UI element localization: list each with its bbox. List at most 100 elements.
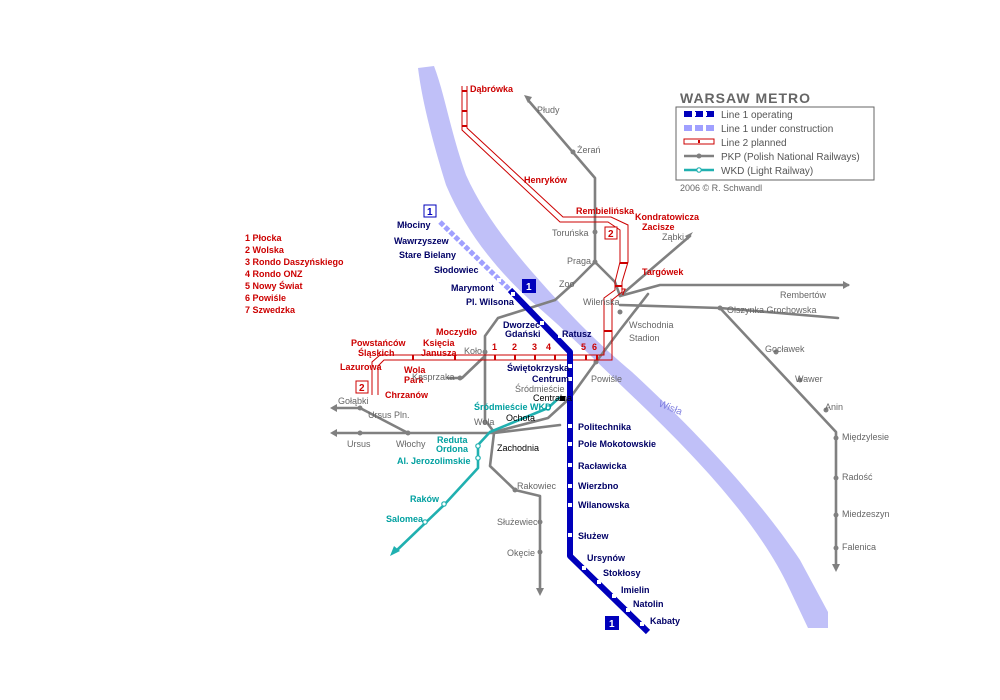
list-item: 4 Rondo ONZ	[245, 269, 303, 279]
pkp-zabki-line	[593, 234, 692, 298]
svg-text:1: 1	[609, 619, 615, 630]
station-sluzew: Służew	[578, 531, 610, 541]
num-7: 7	[621, 287, 626, 297]
legend-line2-planned: Line 2 planned	[683, 138, 787, 149]
pkp-west-main	[333, 423, 562, 435]
station-dworzec-gdanski-2: Gdański	[505, 329, 541, 339]
line1-badge-center: 1	[522, 279, 536, 293]
line1-badge-north: 1	[423, 204, 437, 218]
svg-text:1: 1	[427, 207, 433, 218]
station-powstancow-1: Powstańców	[351, 338, 407, 348]
legend: Line 1 operating Line 1 under constructi…	[683, 110, 860, 177]
station-pl-wilsona: Pl. Wilsona	[466, 297, 515, 307]
svg-text:2: 2	[359, 383, 365, 394]
station-goclawek: Gocławek	[765, 344, 805, 354]
station-marymont: Marymont	[451, 283, 494, 293]
station-dabrowka: Dąbrówka	[470, 84, 514, 94]
station-powisle: Powiśle	[591, 374, 622, 384]
list-item: 5 Nowy Świat	[245, 280, 303, 291]
centralna-hub	[560, 396, 565, 401]
station-golabki: Gołąbki	[338, 396, 369, 406]
pkp-cross-city	[492, 292, 650, 434]
pkp-otwock-line	[718, 306, 838, 568]
pkp-stops	[357, 149, 839, 555]
wkd-arrow	[390, 546, 400, 556]
station-sluzewiec: Służewiec	[497, 517, 538, 527]
station-rakow: Raków	[410, 494, 440, 504]
num-5: 5	[581, 342, 586, 352]
station-henrykow: Henryków	[524, 175, 568, 185]
svg-text:Line 2 planned: Line 2 planned	[721, 138, 787, 149]
station-zeran: Żerań	[577, 145, 601, 155]
station-rembielinska: Rembielińska	[576, 206, 635, 216]
list-item: 1 Płocka	[245, 233, 283, 243]
station-ksiecia-2: Janusza	[421, 348, 458, 358]
station-wilanowska: Wilanowska	[578, 500, 630, 510]
list-item: 7 Szwedzka	[245, 305, 296, 315]
station-centrum: Centrum	[532, 374, 569, 384]
station-imielin: Imielin	[621, 585, 650, 595]
list-item: 2 Wolska	[245, 245, 285, 255]
station-al-jerozolimskie: Al. Jerozolimskie	[397, 456, 471, 466]
wkd-stops	[422, 405, 551, 525]
num-4: 4	[546, 342, 551, 352]
station-radosc: Radość	[842, 472, 873, 482]
station-ksiecia-1: Księcia	[423, 338, 456, 348]
pkp-ring-west	[483, 298, 557, 434]
station-ratusz: Ratusz	[562, 329, 592, 339]
legend-line1-operating: Line 1 operating	[684, 110, 793, 121]
legend-line1-construction: Line 1 under construction	[684, 124, 833, 135]
station-wola-park-1: Wola	[404, 365, 426, 375]
station-wawrzyszew: Wawrzyszew	[394, 236, 450, 246]
station-centralna: Centralna	[533, 393, 572, 403]
station-lazurowa: Lazurowa	[340, 362, 383, 372]
station-salomea: Salomea	[386, 514, 424, 524]
station-okecie: Okęcie	[507, 548, 535, 558]
svg-text:WKD (Light Railway): WKD (Light Railway)	[721, 166, 813, 177]
station-torunska: Toruńska	[552, 228, 589, 238]
station-reduta-1: Reduta	[437, 435, 468, 445]
station-wilenska: Wileńska	[583, 297, 620, 307]
svg-text:2: 2	[608, 229, 614, 240]
station-politechnika: Politechnika	[578, 422, 632, 432]
station-praga: Praga	[567, 256, 591, 266]
line1-badge-south: 1	[605, 616, 619, 630]
station-wlochy: Włochy	[396, 439, 426, 449]
station-wschodnia: Wschodnia	[629, 320, 674, 330]
svg-text:PKP (Polish National Railways): PKP (Polish National Railways)	[721, 152, 860, 163]
legend-pkp: PKP (Polish National Railways)	[684, 152, 860, 163]
list-item: 6 Powiśle	[245, 293, 286, 303]
station-swietokrzyska: Świętokrzyska	[507, 362, 570, 373]
station-moczydlo: Moczydło	[436, 327, 478, 337]
station-ursus-pln: Ursus Pln.	[368, 410, 410, 420]
pkp-okecie-line	[488, 431, 542, 592]
station-targowek: Targówek	[642, 267, 684, 277]
station-stare-bielany: Stare Bielany	[399, 250, 456, 260]
station-zoo: Zoo	[559, 279, 575, 289]
station-olszynka: Olszynka Grochowska	[727, 305, 817, 315]
station-kabaty: Kabaty	[650, 616, 680, 626]
station-wola: Wola	[474, 417, 494, 427]
station-chrzanow: Chrzanów	[385, 390, 429, 400]
numbered-station-list: 1 Płocka 2 Wolska 3 Rondo Daszyńskiego 4…	[245, 233, 344, 315]
list-item: 3 Rondo Daszyńskiego	[245, 257, 344, 267]
vistula-river	[418, 66, 828, 628]
station-mlociny: Młociny	[397, 220, 431, 230]
pkp-rembertow-line	[618, 283, 850, 298]
num-2: 2	[512, 342, 517, 352]
station-miedzeszyn: Miedzeszyn	[842, 509, 890, 519]
map-title: WARSAW METRO	[680, 90, 811, 106]
station-srodmiescie: Śródmieście	[515, 383, 565, 394]
station-reduta-2: Ordona	[436, 444, 469, 454]
station-pole-mokotowskie: Pole Mokotowskie	[578, 439, 656, 449]
station-kolo: Koło	[464, 346, 482, 356]
line2-badge-west: 2	[355, 380, 369, 394]
station-stoklosy: Stokłosy	[603, 568, 641, 578]
pkp-praga-zoo	[553, 260, 597, 302]
station-ochota: Ochota	[506, 413, 535, 423]
station-natolin: Natolin	[633, 599, 664, 609]
svg-text:1: 1	[526, 282, 532, 293]
station-falenica: Falenica	[842, 542, 876, 552]
legend-wkd: WKD (Light Railway)	[684, 166, 813, 177]
